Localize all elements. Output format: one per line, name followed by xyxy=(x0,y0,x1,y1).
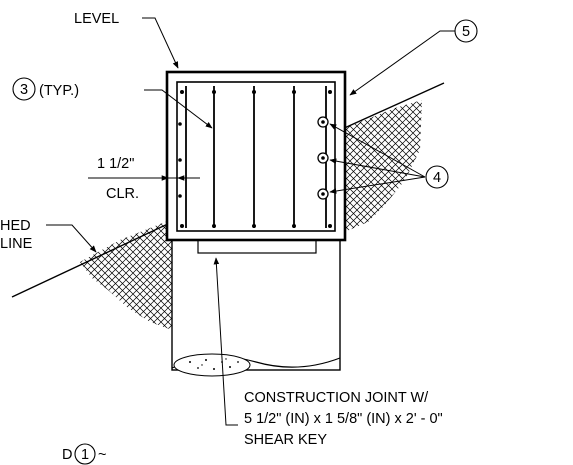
finished-grade-label: HED xyxy=(0,218,31,234)
typ-label: (TYP.) xyxy=(39,83,79,99)
callout-1-number: 1 xyxy=(81,447,89,463)
callout-4-number: 4 xyxy=(433,170,441,186)
leader-4b xyxy=(329,158,426,178)
callout-3: 3 xyxy=(12,77,36,101)
bottom-left-partial-label: D xyxy=(62,447,72,463)
tilde-mark: ~ xyxy=(98,447,106,463)
grade-line-left xyxy=(11,221,173,298)
concrete-section-cut xyxy=(173,353,251,377)
clr-dimension-label: 1 1/2" xyxy=(97,156,134,172)
construction-joint-line2: 5 1/2" (IN) x 1 5/8" (IN) x 2' - 0" xyxy=(244,411,443,427)
rebar-dots xyxy=(178,90,332,228)
callout-1: 1 xyxy=(74,443,96,465)
pier-cap xyxy=(165,70,347,242)
leader-level xyxy=(142,17,179,69)
callout-5: 5 xyxy=(454,19,478,43)
level-label: LEVEL xyxy=(74,11,119,27)
leader-finished-grade xyxy=(46,224,97,253)
construction-joint-line1: CONSTRUCTION JOINT W/ xyxy=(244,390,429,406)
grade-line-label: LINE xyxy=(0,236,33,252)
leader-4a xyxy=(329,123,426,178)
vertical-rebars xyxy=(185,86,327,228)
leader-typ xyxy=(144,89,213,129)
drilled-shaft xyxy=(171,239,341,371)
leader-construction-joint xyxy=(213,257,238,426)
side-rebars xyxy=(317,116,329,200)
soil-hatch-left xyxy=(80,220,172,330)
callout-5-number: 5 xyxy=(462,24,470,40)
clr-label: CLR. xyxy=(106,186,139,202)
leader-5 xyxy=(349,30,455,96)
construction-joint-line3: SHEAR KEY xyxy=(244,432,327,448)
shear-key xyxy=(197,239,317,254)
rebar-cage xyxy=(176,81,336,232)
callout-4: 4 xyxy=(425,165,449,189)
callout-3-number: 3 xyxy=(20,82,28,98)
soil-hatch-right xyxy=(340,100,422,234)
grade-line-right xyxy=(339,82,445,131)
leader-4c xyxy=(329,176,426,194)
